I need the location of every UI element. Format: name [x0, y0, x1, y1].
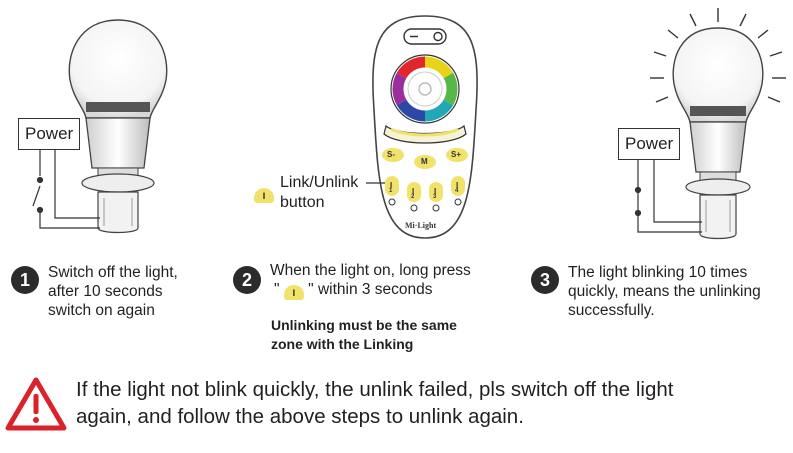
warning-line-2: again, and follow the above steps to unl… — [76, 405, 524, 428]
step-1-line-3: switch on again — [48, 302, 155, 319]
key-s-minus: S- — [387, 150, 395, 159]
zone-number-1: 1 — [389, 188, 393, 194]
warning-triangle-icon — [5, 377, 67, 431]
step-3-text: The light blinking 10 times quickly, mea… — [568, 263, 761, 320]
step-2-key-icon: I — [283, 285, 304, 300]
callout-label-line-1: Link/Unlink — [280, 174, 359, 191]
step-3-badge: 3 — [531, 266, 559, 294]
unlink-note-line-1: Unlinking must be the same — [271, 317, 457, 333]
zone-number-2: 2 — [411, 194, 415, 200]
step-2-badge: 2 — [233, 266, 261, 294]
step-1-text: Switch off the light, after 10 seconds s… — [48, 263, 178, 320]
remote-control-icon — [372, 15, 478, 239]
step-2-quote-open: " — [274, 281, 280, 298]
key-zone-2: I — [412, 187, 415, 196]
bulb-3-icon — [650, 8, 786, 240]
step-3-line-2: quickly, means the unlinking — [568, 283, 761, 300]
wiring-3 — [634, 160, 702, 233]
callout-label-line-2: button — [280, 194, 325, 211]
zone-number-3: 3 — [433, 194, 437, 200]
unlink-note-line-2: zone with the Linking — [271, 336, 414, 352]
link-unlink-key-icon: I — [254, 188, 274, 203]
unlink-note: Unlinking must be the same zone with the… — [271, 316, 457, 354]
step-2-quote-close: " within 3 seconds — [308, 281, 433, 298]
step-1-line-1: Switch off the light, — [48, 264, 178, 281]
zone-number-4: 4 — [455, 188, 459, 194]
warning-line-1: If the light not blink quickly, the unli… — [76, 378, 674, 401]
bulb-1-icon — [68, 19, 168, 234]
step-3-line-1: The light blinking 10 times — [568, 264, 748, 281]
step-2-line-1: When the light on, long press — [270, 262, 471, 279]
key-s-plus: S+ — [451, 150, 462, 159]
wiring-1 — [32, 150, 100, 229]
step-2-text: When the light on, long press " I " with… — [270, 261, 471, 300]
key-zone-3: I — [434, 187, 437, 196]
step-1-badge: 1 — [11, 266, 39, 294]
key-zone-4: I — [456, 181, 459, 190]
power-box-1: Power — [18, 118, 81, 150]
step-2-line-2: " I " within 3 seconds — [270, 280, 471, 300]
warning-text: If the light not blink quickly, the unli… — [76, 376, 788, 430]
power-box-3: Power — [618, 128, 681, 160]
step-1-line-2: after 10 seconds — [48, 283, 163, 300]
key-mode: M — [421, 157, 428, 166]
remote-brand: Mi·Light — [405, 221, 437, 230]
key-zone-1: I — [390, 181, 393, 190]
step-3-line-3: successfully. — [568, 302, 655, 319]
callout-label: Link/Unlink button — [280, 173, 358, 213]
